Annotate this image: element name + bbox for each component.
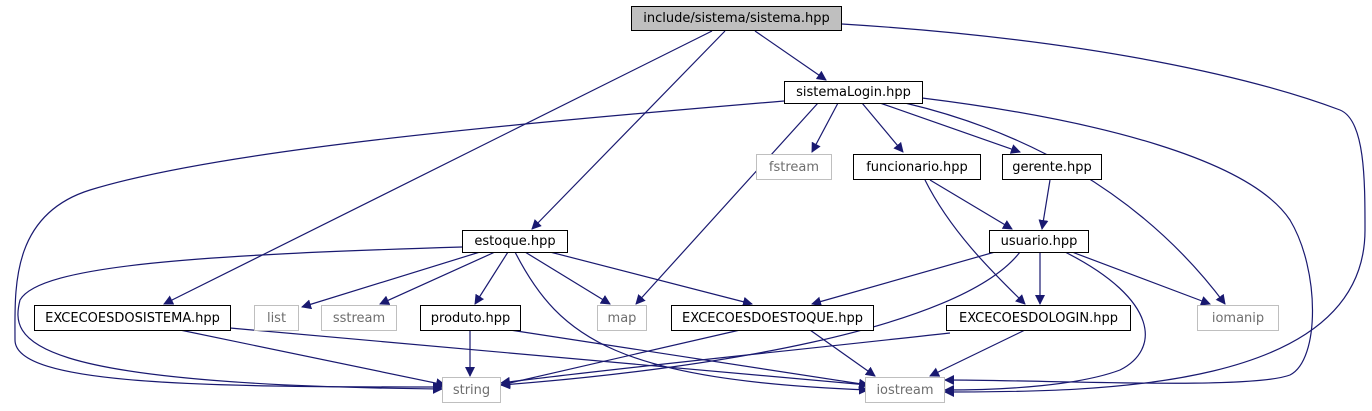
edge-funcionario-to-excecoesdologin [924,179,1026,305]
node-gerente-hpp[interactable]: gerente.hpp [1002,154,1102,180]
edge-sistema-to-sistemaLogin [754,30,827,81]
edge-gerente-to-usuario [1038,179,1051,230]
edge-usuario-to-iomanip [1071,251,1211,306]
node-iomanip: iomanip [1197,305,1279,331]
edge-excecoesdosistema-to-string [179,329,446,389]
edge-estoque-to-string [17,246,463,394]
node-produto-hpp[interactable]: produto.hpp [420,305,521,331]
node-excecoesdoestoque-hpp[interactable]: EXCECOESDOESTOQUE.hpp [671,305,874,331]
node-iostream: iostream [865,377,945,403]
edge-sistema-to-excecoesdosistema [163,30,713,305]
edge-sistema-to-iostream [841,23,1366,397]
edge-funcionario-to-usuario [929,179,1013,230]
node-excecoesdosistema-hpp[interactable]: EXCECOESDOSISTEMA.hpp [34,305,231,331]
edge-sistemaLogin-to-funcionario [861,102,904,153]
edge-sistemaLogin-to-iomanip [904,102,1226,305]
edge-sistemaLogin-to-gerente [879,102,1021,154]
edge-usuario-to-string [500,251,1021,390]
edge-estoque-to-excecoesdoestoque [549,251,753,307]
edge-estoque-to-map [524,251,611,305]
edge-estoque-to-list [301,251,481,310]
edge-sistemaLogin-to-fstream [811,102,839,153]
edge-sistema-to-estoque [531,30,726,230]
node-estoque-hpp[interactable]: estoque.hpp [462,230,568,253]
edge-produto-to-iostream [509,329,869,389]
node-map: map [597,305,647,331]
edge-estoque-to-sstream [379,251,496,305]
edge-usuario-to-excecoesdoestoque [811,251,996,307]
edge-estoque-to-produto [474,251,509,305]
node-fstream: fstream [756,154,832,180]
edge-excecoesdologin-to-string [500,332,951,387]
edge-estoque-to-iostream [514,251,869,395]
edge-excecoesdosistema-to-iostream [229,327,869,390]
edge-excecoesdoestoque-to-iostream [809,329,876,377]
edge-sistemaLogin-to-iostream [921,97,1314,386]
edge-excecoesdologin-to-iostream [929,329,1026,377]
node-excecoesdologin-hpp[interactable]: EXCECOESDOLOGIN.hpp [946,305,1131,331]
node-list: list [254,305,299,331]
node-usuario-hpp[interactable]: usuario.hpp [989,230,1089,253]
node-sstream: sstream [321,305,397,331]
edges-layer [14,23,1366,397]
node-string: string [442,377,501,403]
edge-excecoesdoestoque-to-string [500,329,741,388]
edge-usuario-to-iostream [944,251,1146,395]
node-funcionario-hpp[interactable]: funcionario.hpp [853,154,981,180]
edge-sistemaLogin-to-string [14,100,785,392]
edge-sistemaLogin-to-map [635,102,819,305]
node-sistemaLogin-hpp[interactable]: sistemaLogin.hpp [784,81,923,104]
node-sistema-hpp[interactable]: include/sistema/sistema.hpp [631,6,842,31]
